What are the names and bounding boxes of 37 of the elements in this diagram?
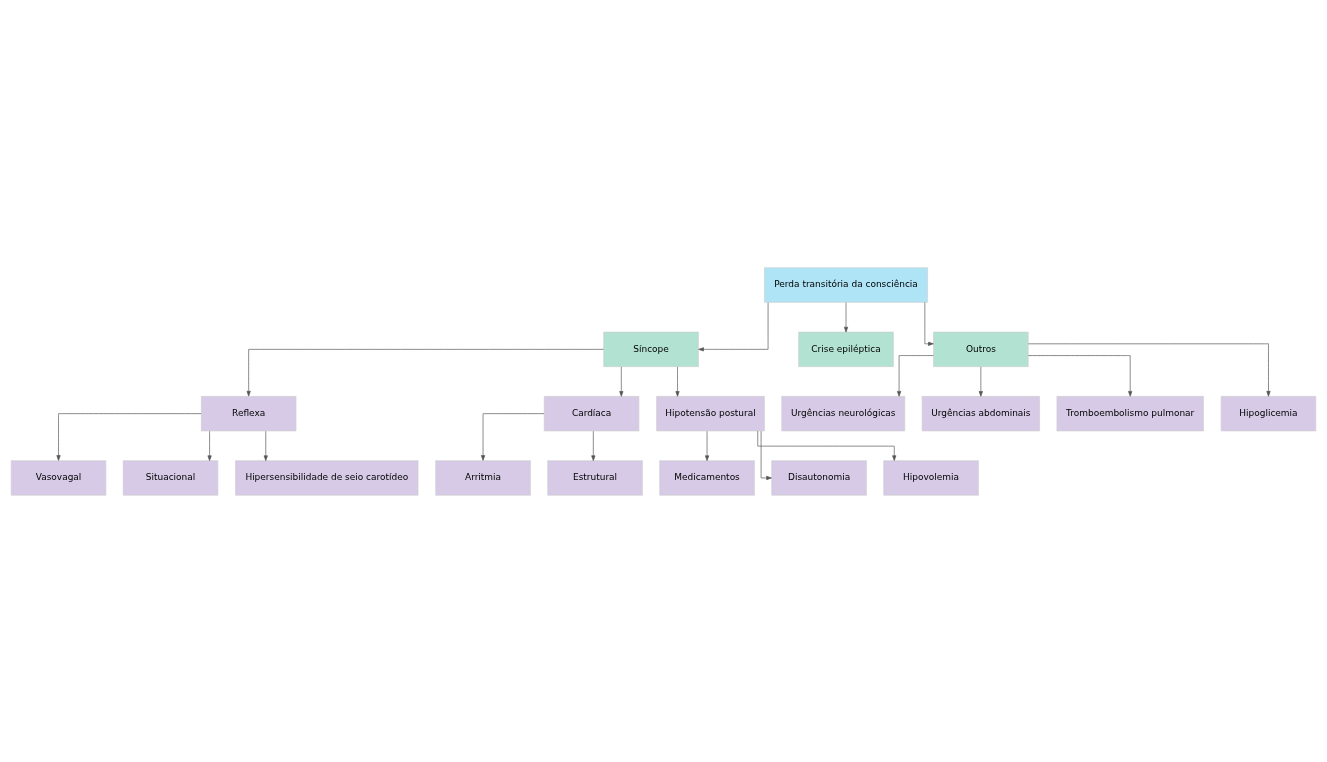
- arrow: [1028, 342, 1271, 397]
- arrow: [924, 301, 934, 346]
- node-box: Reflexa: [200, 395, 297, 431]
- node-box: Disautonomia: [771, 459, 867, 496]
- arrow: [757, 430, 897, 461]
- arrow: [978, 366, 983, 397]
- arrow: [844, 301, 849, 332]
- arrow: [698, 301, 769, 351]
- node-box: Crise epiléptica: [798, 331, 894, 367]
- arrow: [481, 412, 545, 461]
- node-box: Perda transitória da consciência: [764, 266, 928, 303]
- arrow: [591, 430, 596, 461]
- node-box: Hipoglicemia: [1220, 395, 1317, 431]
- arrow: [263, 430, 268, 461]
- node-box: Síncope: [603, 331, 699, 367]
- node-box: Arritmia: [435, 459, 531, 496]
- node-box: Hipotensão postural: [656, 395, 765, 431]
- arrow: [705, 430, 710, 461]
- node-box: Situacional: [122, 459, 219, 496]
- arrow: [675, 366, 680, 397]
- arrow: [619, 366, 624, 397]
- node-box: Estrutural: [547, 459, 643, 496]
- node-box: Urgências neurológicas: [781, 395, 906, 431]
- arrow: [1027, 354, 1133, 397]
- arrow: [246, 348, 604, 396]
- node-box: Cardíaca: [543, 395, 640, 431]
- node-box: Vasovagal: [10, 459, 107, 496]
- node-box: Hipersensibilidade de seio carotídeo: [235, 459, 419, 496]
- node-box: Tromboembolismo pulmonar: [1056, 395, 1204, 431]
- node-box: Urgências abdominais: [921, 395, 1040, 431]
- node-box: Outros: [933, 331, 1029, 367]
- arrow: [760, 430, 772, 480]
- arrow: [56, 412, 202, 461]
- arrow: [897, 354, 934, 397]
- node-box: Medicamentos: [659, 459, 755, 496]
- arrow: [207, 430, 212, 461]
- node-box: Hipovolemia: [883, 459, 979, 496]
